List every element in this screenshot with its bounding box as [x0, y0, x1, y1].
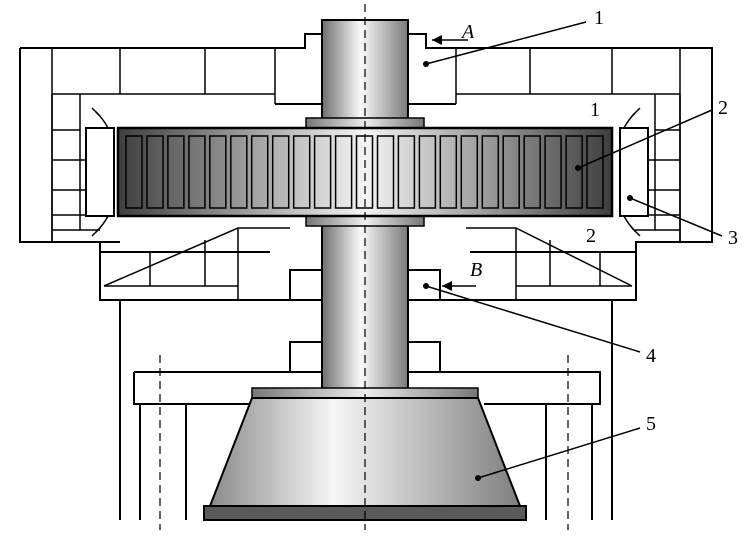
arrow-b [442, 281, 476, 291]
rotor-pole-slot [292, 135, 311, 209]
rotor-end-label-2: 2 [586, 225, 596, 247]
rotor-pole-slot [334, 135, 353, 209]
rotor-pole-slots [125, 135, 604, 209]
rotor-pole-slot [439, 135, 458, 209]
rotor-pole-slot [544, 135, 562, 209]
rotor-pole-slot [230, 135, 248, 209]
lower-bracket [99, 227, 637, 301]
rotor-pole-slot [565, 135, 583, 209]
rotor-pole-slot [313, 135, 332, 209]
leader-lines [423, 21, 723, 481]
rotor-pole-slot [418, 135, 437, 209]
rotor-pole-slot [481, 135, 500, 209]
rotor-pole-slot [376, 135, 395, 209]
rotor-pole-slot [586, 135, 604, 209]
rotor-pole-slot [397, 135, 416, 209]
label-4: 4 [646, 345, 656, 367]
rotor-pole-slot [271, 135, 290, 209]
label-3: 3 [728, 227, 738, 249]
foundation-frame [119, 300, 613, 530]
rotor-pole-slot [167, 135, 185, 209]
stator-left [85, 107, 115, 237]
rotor-pole-slot [125, 135, 143, 209]
rotor-pole-slot [209, 135, 227, 209]
rotor-pole-slot [460, 135, 479, 209]
rotor-pole-slot [250, 135, 269, 209]
rotor-pole-slot [146, 135, 164, 209]
stator-right [619, 107, 649, 237]
arrow-b-label: B [470, 259, 482, 281]
label-1: 1 [594, 7, 604, 29]
rotor-end-label-1: 1 [590, 99, 600, 121]
housing [19, 33, 713, 243]
rotor-pole-slot [523, 135, 541, 209]
rotor-pole-slot [188, 135, 206, 209]
arrow-a-label: A [460, 21, 475, 43]
label-2: 2 [718, 97, 728, 119]
rotor-pole-slot [502, 135, 520, 209]
arrow-a [432, 35, 468, 45]
label-5: 5 [646, 413, 656, 435]
